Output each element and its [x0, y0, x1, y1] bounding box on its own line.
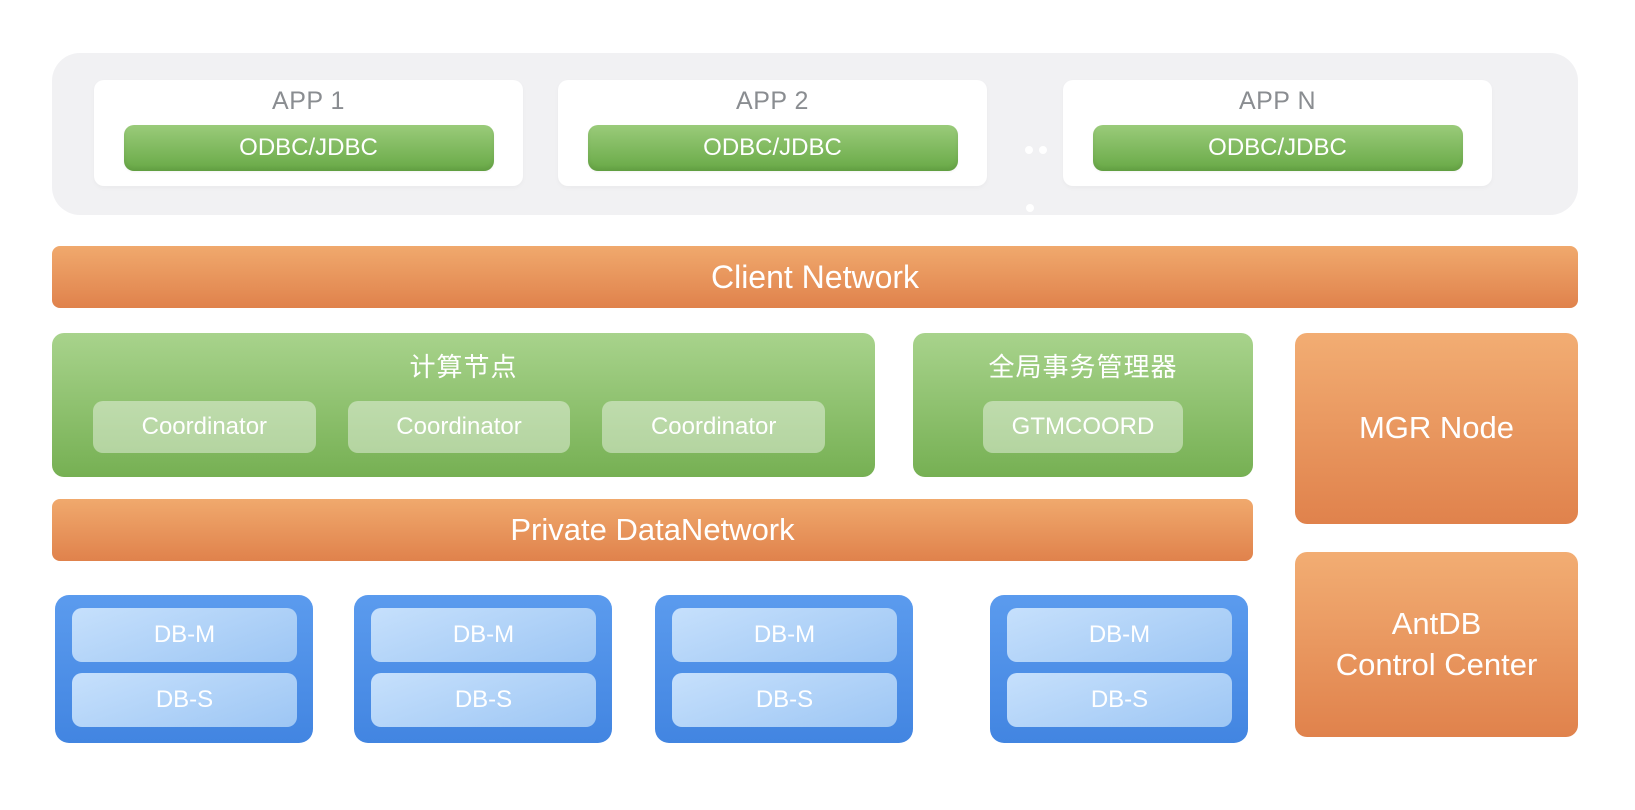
db-slave-badge: DB-S: [72, 673, 297, 727]
app-title: APP N: [1238, 87, 1317, 115]
app-title: APP 1: [272, 87, 345, 115]
compute-node-box: 计算节点 Coordinator Coordinator Coordinator: [52, 333, 875, 477]
odbc-jdbc-badge: ODBC/JDBC: [1092, 125, 1463, 171]
app-layer-panel: APP 1 ODBC/JDBC APP 2 ODBC/JDBC APP N OD…: [52, 53, 1578, 215]
db-master-badge: DB-M: [1007, 608, 1232, 662]
app-card-1: APP 1 ODBC/JDBC: [94, 80, 523, 186]
db-slave-badge: DB-S: [371, 673, 596, 727]
coordinator-badge: Coordinator: [602, 401, 826, 453]
mgr-node-label: MGR Node: [1358, 410, 1515, 446]
odbc-jdbc-badge: ODBC/JDBC: [123, 125, 494, 171]
db-master-badge: DB-M: [72, 608, 297, 662]
mgr-node-box: MGR Node: [1295, 333, 1578, 524]
app-card-n: APP N ODBC/JDBC: [1063, 80, 1492, 186]
control-center-label-line1: AntDB: [1391, 605, 1482, 641]
private-data-network-bar: Private DataNetwork: [52, 499, 1253, 561]
ellipsis-dot-icon: [1039, 146, 1047, 154]
coordinator-badge: Coordinator: [347, 401, 571, 453]
control-center-box: AntDB Control Center: [1295, 552, 1578, 737]
db-shard-group-4: DB-M DB-S: [990, 595, 1248, 743]
ellipsis-dot-icon: [1025, 146, 1033, 154]
app-card-2: APP 2 ODBC/JDBC: [558, 80, 987, 186]
gtmcoord-badge: GTMCOORD: [983, 401, 1183, 453]
odbc-jdbc-badge: ODBC/JDBC: [587, 125, 958, 171]
control-center-label-line2: Control Center: [1335, 646, 1538, 682]
gtm-title: 全局事务管理器: [988, 352, 1178, 382]
db-master-badge: DB-M: [672, 608, 897, 662]
db-slave-badge: DB-S: [672, 673, 897, 727]
coordinator-badge: Coordinator: [93, 401, 316, 453]
coordinator-row: Coordinator Coordinator Coordinator: [93, 401, 826, 453]
compute-node-title: 计算节点: [409, 352, 518, 382]
client-network-bar: Client Network: [52, 246, 1578, 308]
db-slave-badge: DB-S: [1007, 673, 1232, 727]
db-shard-group-1: DB-M DB-S: [55, 595, 313, 743]
db-shard-group-3: DB-M DB-S: [655, 595, 913, 743]
gtm-box: 全局事务管理器 GTMCOORD: [913, 333, 1253, 477]
ellipsis-dot-icon: [1026, 204, 1034, 212]
db-shard-group-2: DB-M DB-S: [354, 595, 612, 743]
db-master-badge: DB-M: [371, 608, 596, 662]
app-title: APP 2: [736, 87, 809, 115]
